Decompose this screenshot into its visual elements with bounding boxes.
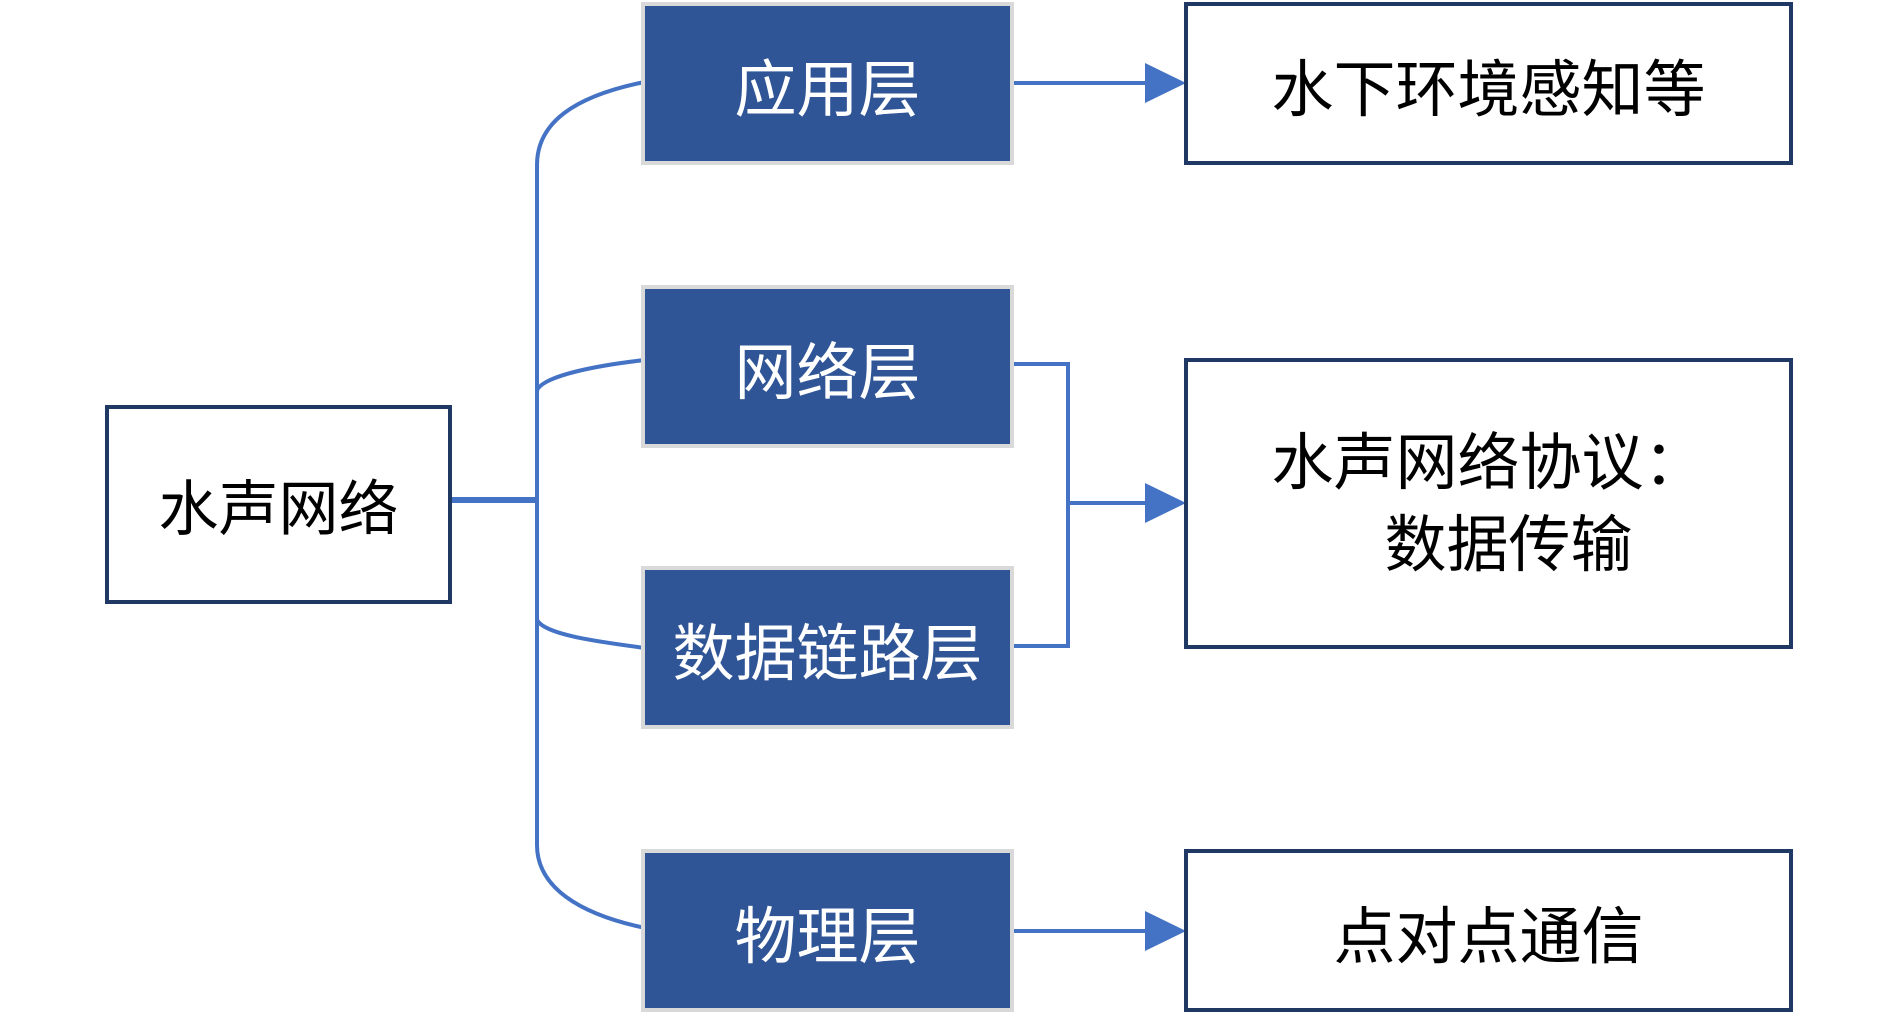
result-physical-label: 点对点通信 [1333, 899, 1644, 973]
arrow-protocol-head [1145, 483, 1186, 523]
branch-application-line [535, 78, 656, 166]
layer-datalink-label: 数据链路层 [672, 616, 983, 690]
result-node-application: 水下环境感知等 [1184, 2, 1793, 165]
root-node-underwater-acoustic-network: 水声网络 [105, 405, 452, 604]
layer-node-application: 应用层 [641, 2, 1014, 165]
result-protocol-label-line2: 数据传输 [1384, 507, 1633, 581]
root-node-label: 水声网络 [158, 475, 399, 545]
layer-network-label: 网络层 [734, 335, 921, 409]
arrow-application-head [1145, 63, 1186, 103]
layer-physical-label: 物理层 [734, 899, 921, 973]
layer-node-network: 网络层 [641, 285, 1014, 448]
bracket-network-datalink-line [1014, 362, 1070, 648]
result-node-protocol: 水声网络协议： 数据传输 [1184, 358, 1793, 649]
layer-node-physical: 物理层 [641, 849, 1014, 1012]
result-application-label: 水下环境感知等 [1271, 52, 1706, 126]
branch-physical-line [535, 844, 656, 932]
result-node-physical: 点对点通信 [1184, 849, 1793, 1012]
branch-network-line [535, 358, 646, 392]
result-protocol-label-line1: 水声网络协议： [1271, 425, 1706, 499]
layer-application-label: 应用层 [734, 52, 921, 126]
layer-node-datalink: 数据链路层 [641, 566, 1014, 729]
arrow-physical-head [1145, 911, 1186, 951]
branch-datalink-line [535, 618, 646, 650]
